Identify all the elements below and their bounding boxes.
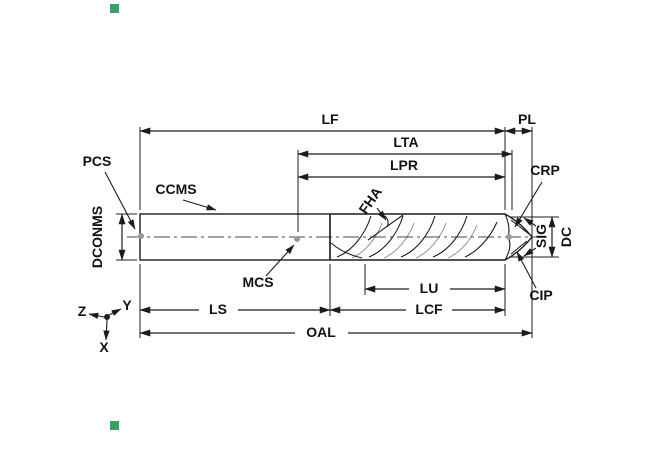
extension-lines: [116, 127, 559, 338]
label-mcs: MCS: [242, 274, 273, 290]
label-cip: CIP: [529, 287, 552, 303]
leader-crp: [514, 181, 543, 228]
leader-ccms: [182, 199, 217, 211]
reference-dots: [138, 233, 512, 242]
label-lf: LF: [321, 111, 339, 127]
label-lpr: LPR: [390, 157, 418, 173]
label-ls: LS: [209, 301, 227, 317]
label-lcf: LCF: [415, 301, 443, 317]
reference-dot-pcs: [138, 233, 144, 239]
flute-helix-lines: [330, 215, 498, 259]
axis-y-arrow: [108, 308, 122, 317]
leader-sig-upper: [523, 217, 537, 227]
label-dc: DC: [558, 227, 574, 247]
label-lta: LTA: [393, 134, 418, 150]
leader-mcs: [265, 244, 295, 277]
accent-marker-bottom: [110, 421, 119, 430]
leader-cip: [516, 251, 537, 289]
accent-marker-top: [110, 4, 119, 13]
flute-body-outline: [329, 213, 505, 261]
leader-pcs: [104, 171, 136, 230]
coordinate-triad: [88, 308, 122, 341]
label-sig: SIG: [533, 224, 549, 248]
reference-dot-mcs: [294, 236, 300, 242]
axis-origin: [104, 314, 110, 320]
label-axis-z: Z: [78, 303, 87, 319]
leader-lines: [104, 171, 543, 289]
label-dconms: DCONMS: [89, 206, 105, 268]
drill-body: [127, 213, 547, 261]
label-pl: PL: [518, 111, 536, 127]
label-ccms: CCMS: [155, 181, 196, 197]
label-axis-x: X: [99, 339, 109, 355]
leader-sig-lower: [523, 247, 537, 257]
label-pcs: PCS: [83, 153, 112, 169]
leader-fha: [376, 207, 387, 221]
label-axis-y: Y: [122, 297, 132, 313]
reference-dot-crp: [506, 234, 512, 240]
dimension-lines: [118, 127, 556, 337]
axis-x-arrow: [103, 319, 110, 341]
label-crp: CRP: [530, 162, 560, 178]
axis-z-arrow: [88, 312, 105, 319]
label-lu: LU: [420, 280, 439, 296]
label-oal: OAL: [306, 324, 336, 340]
